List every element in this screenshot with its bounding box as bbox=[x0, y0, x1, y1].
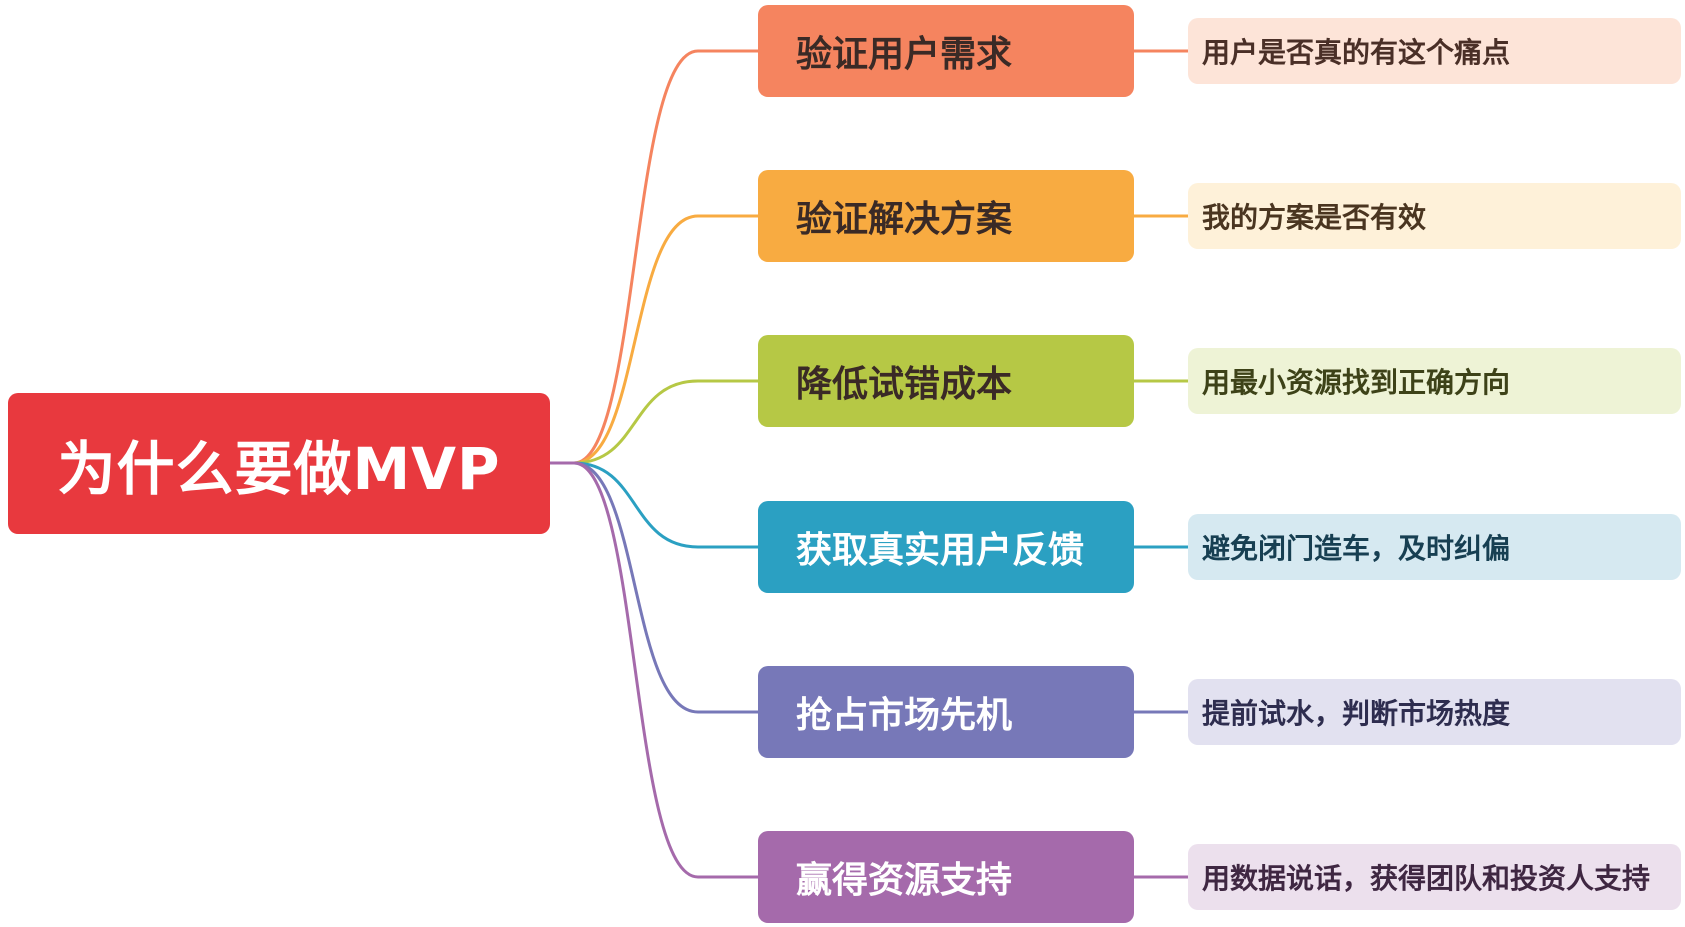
branch-node-verify-solution[interactable]: 验证解决方案 bbox=[758, 170, 1134, 262]
leaf-label: 用户是否真的有这个痛点 bbox=[1202, 36, 1511, 69]
leaf-label: 用最小资源找到正确方向 bbox=[1202, 366, 1511, 399]
leaf-node-verify-user-needs[interactable]: 用户是否真的有这个痛点 bbox=[1188, 18, 1681, 84]
leaf-node-reduce-cost[interactable]: 用最小资源找到正确方向 bbox=[1188, 348, 1681, 414]
connector-root-branch bbox=[573, 461, 758, 714]
connector-root-branch bbox=[573, 49, 758, 465]
leaf-label: 提前试水，判断市场热度 bbox=[1202, 697, 1511, 730]
connector-root-branch bbox=[573, 461, 758, 879]
branch-label: 验证解决方案 bbox=[796, 199, 1013, 240]
connector-root-branch bbox=[573, 379, 758, 465]
root-node[interactable]: 为什么要做MVP bbox=[8, 393, 550, 534]
connector-root-branch bbox=[573, 461, 758, 549]
leaf-node-resource-support[interactable]: 用数据说话，获得团队和投资人支持 bbox=[1188, 844, 1681, 910]
branch-label: 赢得资源支持 bbox=[796, 860, 1013, 901]
branch-node-user-feedback[interactable]: 获取真实用户反馈 bbox=[758, 501, 1134, 593]
branch-node-verify-user-needs[interactable]: 验证用户需求 bbox=[758, 5, 1134, 97]
branch-node-market-opportunity[interactable]: 抢占市场先机 bbox=[758, 666, 1134, 758]
connector-root-branch bbox=[573, 214, 758, 465]
leaf-label: 避免闭门造车，及时纠偏 bbox=[1202, 532, 1511, 565]
leaf-node-verify-solution[interactable]: 我的方案是否有效 bbox=[1188, 183, 1681, 249]
leaf-label: 我的方案是否有效 bbox=[1202, 201, 1427, 234]
root-label: 为什么要做MVP bbox=[57, 434, 501, 503]
branch-label: 获取真实用户反馈 bbox=[796, 530, 1085, 571]
branch-node-reduce-cost[interactable]: 降低试错成本 bbox=[758, 335, 1134, 427]
branch-label: 抢占市场先机 bbox=[796, 695, 1013, 736]
leaf-node-user-feedback[interactable]: 避免闭门造车，及时纠偏 bbox=[1188, 514, 1681, 580]
leaf-label: 用数据说话，获得团队和投资人支持 bbox=[1202, 862, 1651, 895]
leaf-node-market-opportunity[interactable]: 提前试水，判断市场热度 bbox=[1188, 679, 1681, 745]
branch-label: 降低试错成本 bbox=[796, 364, 1013, 405]
branch-node-resource-support[interactable]: 赢得资源支持 bbox=[758, 831, 1134, 923]
branch-label: 验证用户需求 bbox=[796, 34, 1013, 75]
